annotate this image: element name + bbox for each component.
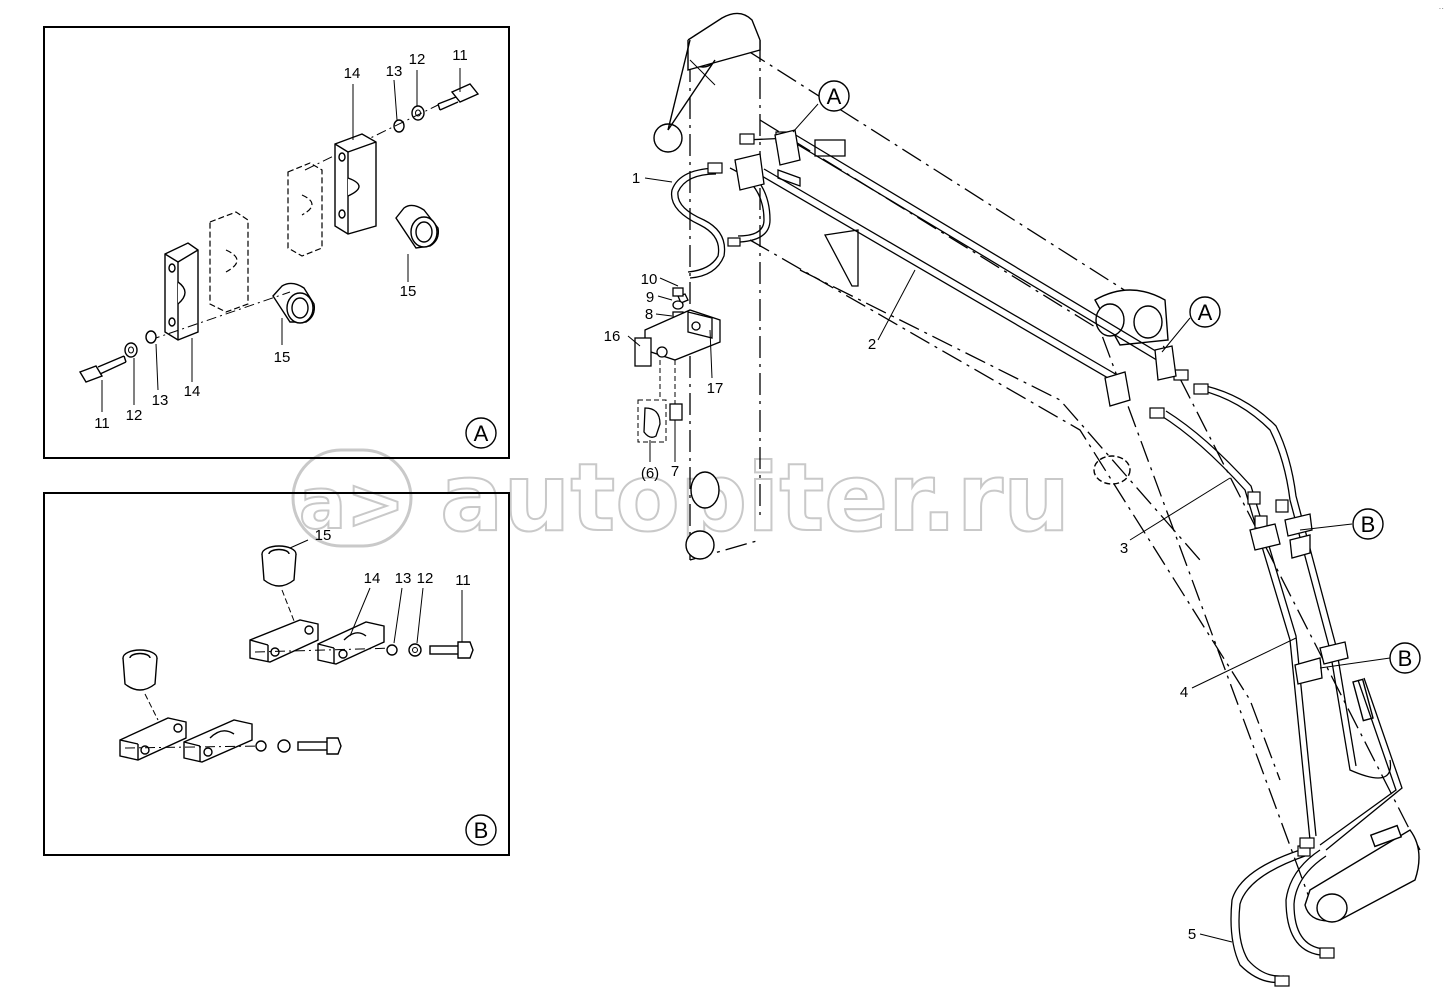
detail-b-view-label: B bbox=[474, 818, 489, 843]
valve-block bbox=[634, 287, 721, 438]
ref-b-lower: B bbox=[1398, 646, 1413, 671]
ref-a-mid: A bbox=[1198, 300, 1213, 325]
watermark-text: autopiter.ru bbox=[440, 444, 1070, 553]
callout-main-17: 17 bbox=[707, 380, 724, 397]
callout-b-15: 15 bbox=[315, 527, 332, 544]
callout-a-12-top: 12 bbox=[409, 51, 426, 68]
callout-main-9: 9 bbox=[646, 289, 654, 306]
callout-main-4: 4 bbox=[1180, 684, 1188, 701]
callout-b-14: 14 bbox=[364, 570, 381, 587]
callout-a-12-bot: 12 bbox=[126, 407, 143, 424]
bolt-top bbox=[437, 83, 480, 111]
main-arm-assembly: 1 2 3 4 5 (6) 7 8 9 10 16 17 A A B B bbox=[604, 12, 1421, 987]
ref-a-top: A bbox=[827, 84, 842, 109]
callout-main-8: 8 bbox=[645, 306, 653, 323]
callout-main-5: 5 bbox=[1188, 926, 1196, 943]
callout-main-2: 2 bbox=[868, 336, 876, 353]
detail-b-panel: 15 14 13 12 11 B bbox=[43, 492, 510, 856]
callout-b-13: 13 bbox=[395, 570, 412, 587]
callout-a-15-mid: 15 bbox=[274, 349, 291, 366]
callout-main-16: 16 bbox=[604, 328, 621, 345]
svg-text:a>: a> bbox=[299, 463, 405, 545]
callout-b-12: 12 bbox=[417, 570, 434, 587]
detail-a-panel: 11 12 13 14 15 15 14 13 12 11 A bbox=[43, 26, 510, 459]
callout-a-11-bot: 11 bbox=[94, 415, 110, 432]
callout-main-10: 10 bbox=[641, 271, 658, 288]
callout-main-1: 1 bbox=[632, 170, 640, 187]
ref-b-upper: B bbox=[1361, 512, 1376, 537]
watermark: a> autopiter.ru bbox=[291, 443, 1071, 554]
callout-a-11-top: 11 bbox=[452, 47, 468, 64]
callout-main-6: (6) bbox=[641, 465, 659, 482]
corner-mark: ·· bbox=[1438, 4, 1444, 13]
callout-a-14-top: 14 bbox=[344, 65, 361, 82]
callout-b-11: 11 bbox=[455, 572, 471, 589]
callout-a-13-bot: 13 bbox=[152, 392, 169, 409]
callout-a-14-bot: 14 bbox=[184, 383, 201, 400]
detail-a-view-label: A bbox=[474, 421, 489, 446]
callout-main-7: 7 bbox=[671, 463, 679, 480]
callout-a-15-right: 15 bbox=[400, 283, 417, 300]
callout-a-13-top: 13 bbox=[386, 63, 403, 80]
callout-main-3: 3 bbox=[1120, 540, 1128, 557]
